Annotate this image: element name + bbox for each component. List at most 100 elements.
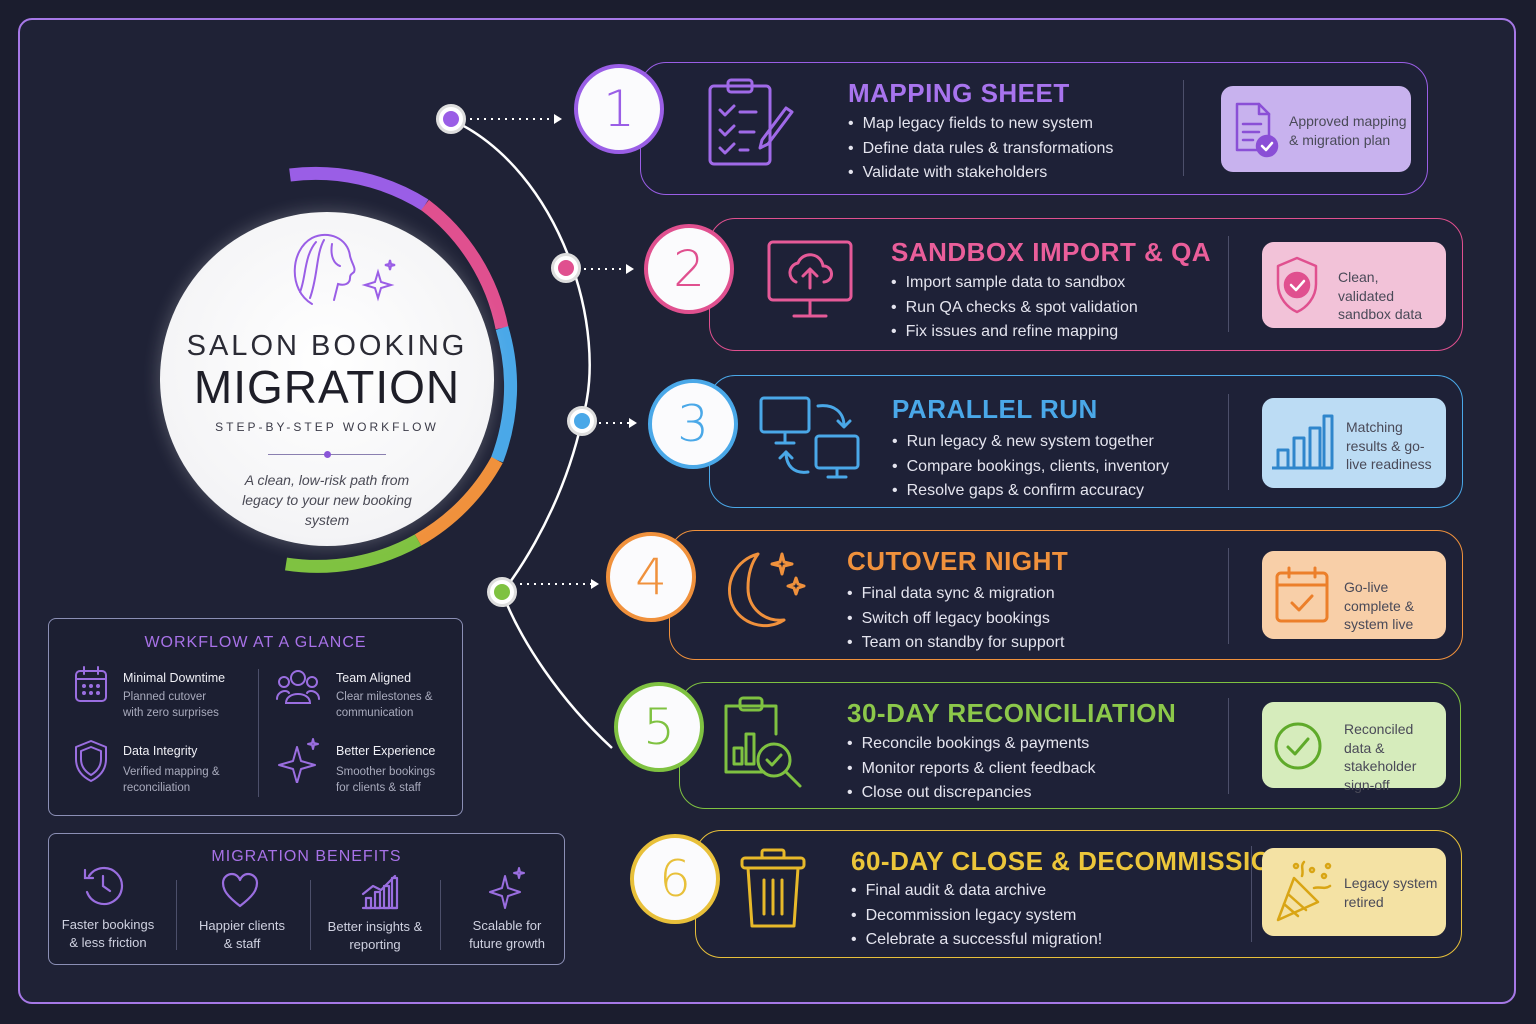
timeline-node-1 [436,104,466,134]
step-title-2: SANDBOX IMPORT & QA [891,237,1212,267]
step-number-3: 3 [648,379,738,469]
hero-progress-ring [285,166,518,573]
benefits-divider [440,880,441,950]
monitor-cloud-upload-icon [766,236,856,329]
outcome-text-2: Clean, validated sandbox data [1338,269,1423,322]
step-separator [1228,548,1229,644]
step-number-6: 6 [630,834,720,924]
step-title-3: PARALLEL RUN [892,394,1098,424]
shield-icon [73,739,109,788]
step-bullets-4: Final data sync & migration Switch off l… [847,582,1065,656]
step-bullet: Final audit & data archive [851,879,1102,904]
step-bullet: Validate with stakeholders [848,161,1113,186]
shield-check-icon [1272,254,1322,321]
benefits-panel: MIGRATION BENEFITS Faster bookings & les… [48,833,565,965]
step-outcome-5: Reconciled data & stakeholder sign-off [1262,702,1446,793]
outcome-text-3: Matching results & go-live readiness [1346,419,1432,472]
step-outcome-3: Matching results & go-live readiness [1262,398,1446,488]
sparkle-icon [277,737,321,788]
outcome-text-5: Reconciled data & stakeholder sign-off [1344,721,1417,793]
step-number-2: 2 [644,224,734,314]
step-title-1: MAPPING SHEET [848,78,1070,108]
step-bullet: Decommission legacy system [851,904,1102,929]
step-separator [1183,80,1184,176]
step-bullet: Resolve gaps & confirm accuracy [892,479,1169,504]
step-bullets-3: Run legacy & new system together Compare… [892,430,1169,504]
step-bullet: Map legacy fields to new system [848,112,1113,137]
outcome-text-6: Legacy system retired [1344,875,1438,910]
step-bullets-6: Final audit & data archive Decommission … [851,879,1103,953]
step-bullets-5: Reconcile bookings & payments Monitor re… [847,732,1096,806]
trend-chart-icon [361,872,399,915]
clipboard-checklist-icon [704,76,796,173]
step-bullet: Define data rules & transformations [848,137,1114,162]
timeline-node-4 [487,577,517,607]
benefits-divider [176,880,177,950]
step-bullet: Monitor reports & client feedback [847,757,1096,782]
step-outcome-2: Clean, validated sandbox data [1262,242,1446,328]
bar-chart-icon [1270,412,1334,477]
calendar-check-icon [1274,565,1330,630]
step-title-4: CUTOVER NIGHT [847,546,1069,576]
benefit-label: Happier clients & staff [199,918,285,951]
step-separator [1228,698,1229,794]
step-outcome-6: Legacy system retired [1262,848,1446,936]
benefit-label: Better insights & reporting [327,919,423,952]
trash-bin-icon [738,846,808,935]
glance-item-title: Team Aligned [336,671,412,685]
step-bullet: Compare bookings, clients, inventory [892,455,1169,480]
document-check-icon [1231,100,1281,163]
glance-item-sub: Planned cutover with zero surprises [123,691,219,719]
step-bullet: Close out discrepancies [847,781,1096,806]
benefits-title: MIGRATION BENEFITS [211,848,402,865]
glance-item-title: Better Experience [336,744,436,758]
step-bullet: Switch off legacy bookings [847,607,1064,632]
step-bullet: Fix issues and refine mapping [891,320,1138,345]
step-bullet: Run QA checks & spot validation [891,296,1138,321]
timeline-node-3 [567,406,597,436]
step-bullets-1: Map legacy fields to new system Define d… [848,112,1114,186]
glance-item-sub: Verified mapping & reconciliation [123,766,220,794]
heart-icon [221,872,259,913]
circle-check-icon [1272,720,1324,777]
woman-profile-sparkle-icon [260,220,400,325]
step-separator [1251,846,1252,942]
step-bullets-2: Import sample data to sandbox Run QA che… [891,271,1138,345]
benefits-divider [310,880,311,950]
glance-item-title: Minimal Downtime [123,671,226,685]
two-monitors-sync-icon [758,394,864,489]
hero-title-line1: SALON BOOKING [186,330,468,362]
outcome-text-1: Approved mapping & migration plan [1289,113,1407,148]
step-outcome-1: Approved mapping & migration plan [1221,86,1411,172]
step-outcome-4: Go-live complete & system live [1262,551,1446,639]
hero-circle: SALON BOOKING MIGRATION STEP-BY-STEP WOR… [160,212,494,546]
step-title-5: 30-DAY RECONCILIATION [847,698,1177,728]
step-bullet: Import sample data to sandbox [891,271,1138,296]
step-separator [1228,394,1229,490]
glance-divider [258,669,259,797]
step-bullet: Run legacy & new system together [892,430,1169,455]
benefit-label: Faster bookings & less friction [61,917,155,950]
hero-description: A clean, low-risk path from legacy to yo… [242,472,412,528]
team-icon [275,667,321,712]
benefit-label: Scalable for future growth [469,918,545,951]
step-title-6: 60-DAY CLOSE & DECOMMISSION [851,846,1291,876]
step-bullet: Reconcile bookings & payments [847,732,1096,757]
timeline-node-2 [551,253,581,283]
step-bullet: Team on standby for support [847,631,1065,656]
glance-panel: WORKFLOW AT A GLANCE Minimal Downtime Pl… [48,618,463,816]
clipboard-magnifier-icon [720,694,806,797]
glance-title: WORKFLOW AT A GLANCE [144,634,367,651]
hero-subtitle: STEP-BY-STEP WORKFLOW [215,420,439,434]
step-separator [1228,236,1229,332]
step-number-5: 5 [614,682,704,772]
step-bullet: Celebrate a successful migration! [851,928,1103,953]
moon-stars-icon [718,548,810,639]
glance-item-sub: Smoother bookings for clients & staff [336,766,436,794]
clock-icon [81,864,125,913]
outcome-text-4: Go-live complete & system live [1344,579,1415,632]
step-number-4: 4 [606,532,696,622]
party-popper-icon [1272,858,1336,929]
glance-item-sub: Clear milestones & communication [336,691,433,719]
